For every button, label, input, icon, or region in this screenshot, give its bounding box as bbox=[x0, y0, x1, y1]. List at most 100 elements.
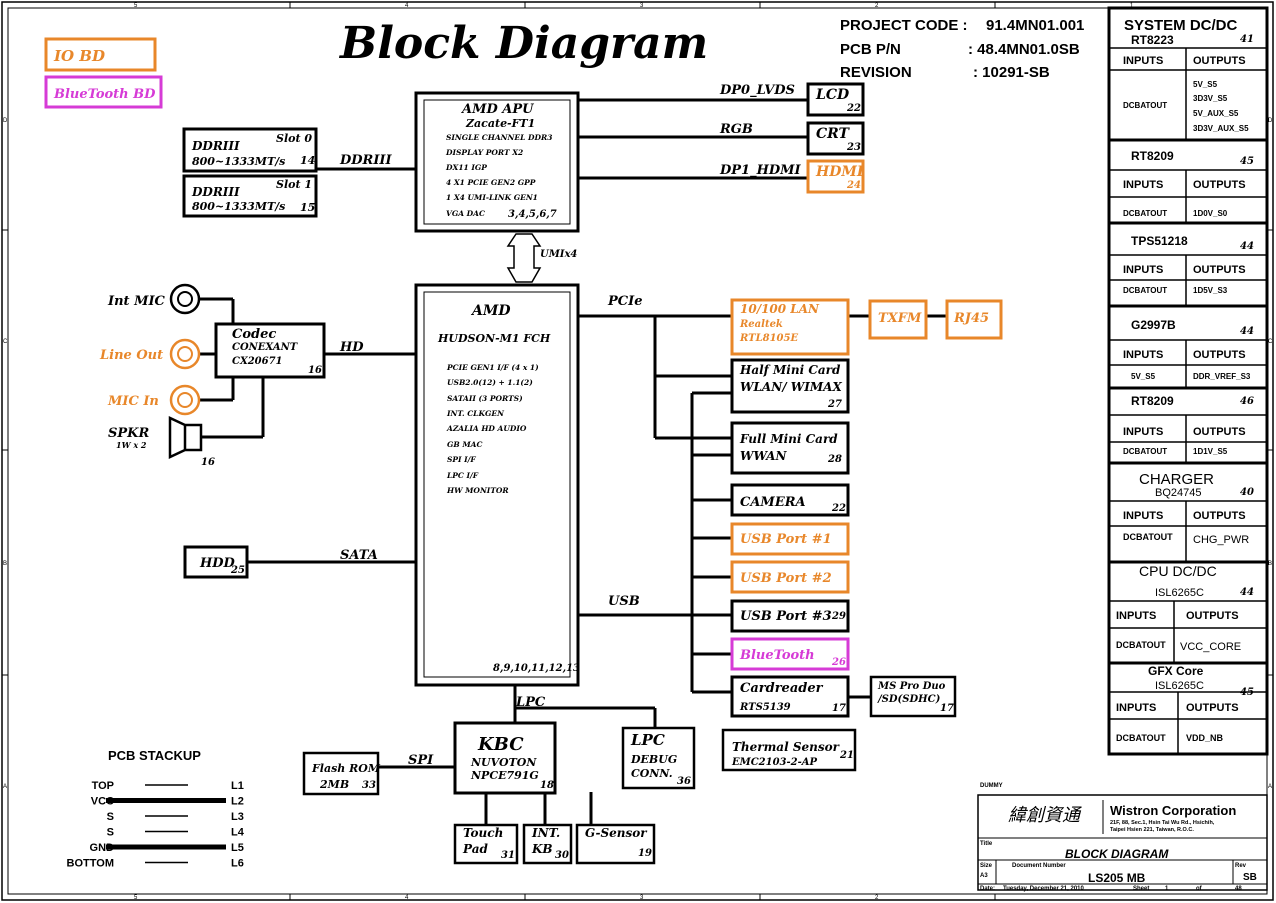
rt8209a-inputs-label: INPUTS bbox=[1123, 179, 1163, 191]
cpudc-page: 44 bbox=[1240, 587, 1254, 598]
revision-value: : 10291-SB bbox=[973, 64, 1050, 81]
full-mini-page: 28 bbox=[827, 454, 842, 465]
apu-feature: DX11 IGP bbox=[445, 163, 487, 172]
rt8223-inputs-label: INPUTS bbox=[1123, 55, 1163, 67]
title-block: DUMMY 緯創資通 Wistron Corporation 21F, 88, … bbox=[977, 783, 1268, 892]
rt8209a-output: 1D0V_S0 bbox=[1193, 209, 1228, 218]
legend-io-label: IO BD bbox=[53, 47, 105, 65]
int-kb-block: INT. KB 30 bbox=[522, 823, 573, 865]
rt8209b-page: 46 bbox=[1240, 396, 1254, 407]
int-mic-jack-icon bbox=[169, 283, 201, 315]
rt8209b-part: RT8209 bbox=[1131, 394, 1174, 408]
kbc-title: KBC bbox=[477, 734, 524, 755]
border-row-b: B bbox=[3, 561, 7, 567]
power-texts: SYSTEM DC/DC RT8223 41 INPUTS OUTPUTS DC… bbox=[1116, 17, 1254, 743]
usb-port-2-block: USB Port #2 bbox=[730, 560, 850, 594]
project-info: PROJECT CODE : 91.4MN01.001 PCB P/N : 48… bbox=[840, 17, 1084, 81]
cpudc-outputs-label: OUTPUTS bbox=[1186, 610, 1239, 622]
memory-slot-0: DDRIII Slot 0 800~1333MT/s 14 bbox=[182, 127, 318, 173]
power-grid bbox=[1109, 47, 1267, 753]
g2997-page: 44 bbox=[1240, 326, 1254, 337]
memory-1-name: DDRIII bbox=[191, 185, 240, 199]
mic-in-label: MIC In bbox=[107, 394, 159, 409]
memory-0-slot: Slot 0 bbox=[276, 132, 312, 145]
doc-number-label: Document Number bbox=[1012, 863, 1066, 869]
border-col-3-bottom: 3 bbox=[640, 895, 644, 901]
fch-features: PCIE GEN1 I/F (4 x 1) USB2.0(12) + 1.1(2… bbox=[446, 363, 539, 495]
fch-title: AMD bbox=[470, 303, 511, 319]
codec-page: 16 bbox=[308, 365, 322, 376]
charger-outputs-label: OUTPUTS bbox=[1193, 510, 1246, 522]
bus-label-spi: SPI bbox=[408, 753, 434, 768]
tps-inputs-label: INPUTS bbox=[1123, 264, 1163, 276]
umi-double-arrow bbox=[506, 233, 542, 283]
lan-part: RTL8105E bbox=[739, 333, 798, 344]
company-logo-text: 緯創資通 bbox=[1008, 805, 1082, 826]
half-mini-page: 27 bbox=[827, 399, 842, 410]
rt8223-part: RT8223 bbox=[1131, 33, 1174, 47]
bus-label-dp1: DP1_HDMI bbox=[719, 163, 802, 178]
rt8209b-inputs-label: INPUTS bbox=[1123, 426, 1163, 438]
cardreader-block: Cardreader RTS5139 17 bbox=[730, 675, 850, 718]
codec-vendor: CONEXANT bbox=[232, 342, 299, 353]
hdmi-block: HDMI 24 bbox=[806, 159, 865, 194]
rev-value: SB bbox=[1243, 872, 1257, 883]
fch-feature: SATAII (3 PORTS) bbox=[447, 394, 523, 403]
apu-pages: 3,4,5,6,7 bbox=[508, 209, 557, 220]
bus-lines bbox=[185, 98, 947, 825]
cpudc-input: DCBATOUT bbox=[1116, 640, 1166, 650]
border-col-5-bottom: 5 bbox=[134, 895, 138, 901]
cardreader-part: RTS5139 bbox=[739, 702, 791, 713]
fch-feature: SPI I/F bbox=[447, 455, 476, 464]
kbc-part: NPCE791G bbox=[470, 769, 539, 782]
fch-feature: LPC I/F bbox=[446, 471, 479, 480]
pcb-pn-value: : 48.4MN01.0SB bbox=[968, 41, 1080, 58]
txfm-box bbox=[868, 299, 928, 340]
total-sheets: 48 bbox=[1235, 886, 1242, 892]
rt8223-output: 5V_S5 bbox=[1193, 80, 1218, 89]
bus-label-dp0: DP0_LVDS bbox=[719, 83, 795, 98]
company-address-1: 21F, 88, Sec.1, Hsin Tai Wu Rd., Hsichih… bbox=[1110, 820, 1215, 826]
border-col-4-bottom: 4 bbox=[405, 895, 409, 901]
line-out-jack-icon bbox=[169, 338, 201, 370]
hdd-block: HDD 25 bbox=[183, 545, 249, 579]
g2997-inputs-label: INPUTS bbox=[1123, 349, 1163, 361]
hdmi-label: HDMI bbox=[815, 164, 864, 180]
bus-label-umi: UMIx4 bbox=[540, 249, 577, 260]
crt-page: 23 bbox=[846, 142, 861, 153]
legend-bluetooth-label: BlueTooth BD bbox=[53, 87, 156, 102]
bluetooth-block: BlueTooth 26 bbox=[730, 637, 850, 671]
codec-title: Codec bbox=[232, 327, 276, 342]
sysdc-title: SYSTEM DC/DC bbox=[1124, 17, 1238, 34]
rt8209a-part: RT8209 bbox=[1131, 149, 1174, 163]
gsensor-block: G-Sensor 19 bbox=[575, 823, 656, 865]
apu-feature: 4 X1 PCIE GEN2 GPP bbox=[446, 178, 536, 187]
charger-title: CHARGER bbox=[1139, 471, 1214, 488]
ms-pro-block: MS Pro Duo /SD(SDHC) 17 bbox=[869, 675, 957, 718]
company-name: Wistron Corporation bbox=[1110, 803, 1236, 818]
speaker-sub: 1W x 2 bbox=[116, 440, 147, 450]
crt-label: CRT bbox=[816, 126, 851, 142]
camera-page: 22 bbox=[831, 503, 846, 514]
gfx-outputs-label: OUTPUTS bbox=[1186, 702, 1239, 714]
gfx-page: 45 bbox=[1240, 687, 1254, 698]
rt8209b-output: 1D1V_S5 bbox=[1193, 447, 1228, 456]
tps-page: 44 bbox=[1240, 241, 1254, 252]
lpc-debug-page: 36 bbox=[677, 776, 691, 787]
fch-feature: GB MAC bbox=[447, 440, 482, 449]
line-out-label: Line Out bbox=[99, 348, 163, 363]
hdd-label: HDD bbox=[199, 556, 236, 571]
kbc-vendor: NUVOTON bbox=[470, 756, 537, 769]
bus-label-usb: USB bbox=[608, 594, 640, 609]
int-kb-line2: KB bbox=[531, 842, 553, 856]
rt8223-output: 3D3V_S5 bbox=[1193, 94, 1228, 103]
of-label: of bbox=[1196, 886, 1203, 892]
camera-label: CAMERA bbox=[740, 495, 806, 510]
rt8223-output: 5V_AUX_S5 bbox=[1193, 109, 1239, 118]
legend-io-box bbox=[44, 37, 157, 72]
apu-feature: SINGLE CHANNEL DDR3 bbox=[446, 133, 552, 142]
project-code-label: PROJECT CODE : bbox=[840, 17, 968, 34]
cardreader-label: Cardreader bbox=[740, 681, 824, 696]
